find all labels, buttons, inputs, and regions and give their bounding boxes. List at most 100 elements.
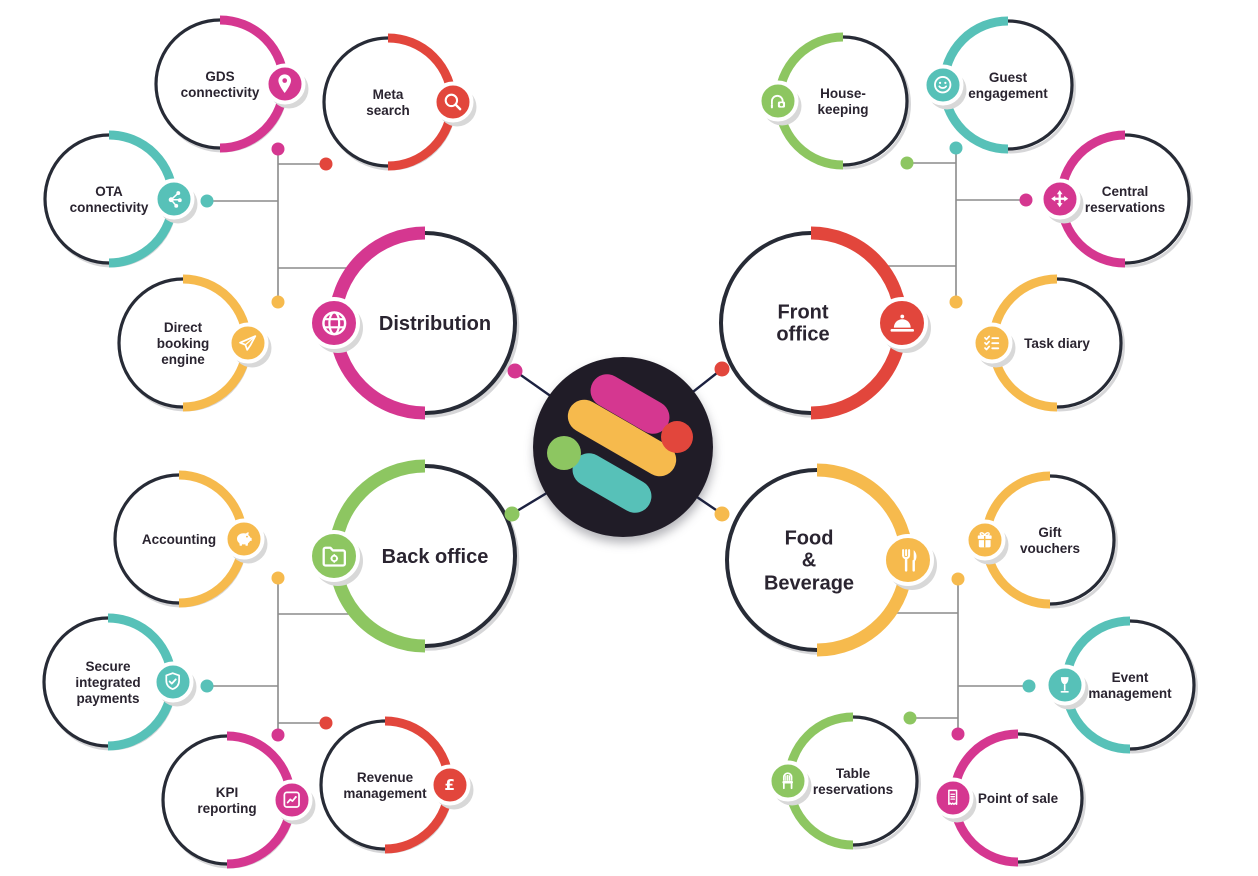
satellite-table-reservations-fill bbox=[790, 718, 916, 844]
share-network-icon bbox=[153, 178, 195, 220]
receipt-icon bbox=[932, 777, 974, 819]
connector-dot bbox=[271, 728, 285, 742]
satellite-label-table-reservations: Table reservations bbox=[812, 766, 894, 797]
branch-label-food-beverage: Food & Beverage bbox=[763, 527, 855, 595]
satellite-secure-integrated-payments-dark-arc bbox=[42, 616, 109, 748]
satellite-label-secure-integrated-payments: Secure integrated payments bbox=[75, 659, 141, 706]
branch-front-office-fill bbox=[722, 234, 900, 412]
satellite-kpi-reporting-fill bbox=[164, 737, 290, 863]
satellite-central-reservations-dark-arc bbox=[1124, 133, 1191, 265]
satellite-meta-search-fill bbox=[325, 39, 451, 165]
chair-icon bbox=[767, 760, 809, 802]
svg-text:£: £ bbox=[445, 776, 456, 794]
branch-back-office-dark-arc bbox=[424, 464, 517, 648]
connector-dot bbox=[1019, 193, 1033, 207]
satellite-meta-search-dark-arc bbox=[322, 36, 389, 168]
satellite-direct-booking-engine-fill bbox=[120, 280, 246, 406]
hub-branch-dot-food-beverage bbox=[714, 506, 730, 522]
piggy-bank-icon bbox=[223, 518, 265, 560]
connector-dot bbox=[200, 679, 214, 693]
connector-dot bbox=[949, 141, 963, 155]
satellite-label-meta-search: Meta search bbox=[366, 87, 410, 118]
satellite-guest-engagement-dark-arc bbox=[1007, 19, 1074, 151]
branch-label-back-office: Back office bbox=[381, 545, 489, 568]
satellite-task-diary-fill bbox=[994, 280, 1120, 406]
hub-branch-dot-front-office bbox=[714, 361, 730, 377]
connector-dot bbox=[949, 295, 963, 309]
branch-food-beverage-fill bbox=[728, 471, 906, 649]
satellite-event-management-fill bbox=[1067, 622, 1193, 748]
logo-pill-pink bbox=[590, 374, 670, 434]
satellite-label-guest-engagement: Guest engagement bbox=[968, 70, 1048, 101]
satellite-gds-connectivity-fill bbox=[157, 21, 283, 147]
connector-dot bbox=[319, 716, 333, 730]
satellite-central-reservations-fill bbox=[1062, 136, 1188, 262]
branch-label-distribution: Distribution bbox=[378, 312, 492, 335]
smiley-icon bbox=[922, 64, 964, 106]
satellite-label-gift-vouchers: Gift vouchers bbox=[1019, 525, 1081, 556]
satellite-guest-engagement-fill bbox=[945, 22, 1071, 148]
logo-pill-yellow bbox=[567, 399, 677, 477]
satellite-label-event-management: Event management bbox=[1088, 670, 1172, 701]
gift-icon bbox=[964, 519, 1006, 561]
satellite-event-management-dark-arc bbox=[1129, 619, 1196, 751]
satellite-house-keeping-dark-arc bbox=[842, 35, 909, 167]
satellite-point-of-sale-fill bbox=[955, 735, 1081, 861]
satellite-label-revenue-management: Revenue management bbox=[343, 770, 427, 801]
connector-dot bbox=[200, 194, 214, 208]
vacuum-icon bbox=[757, 80, 799, 122]
cloche-icon bbox=[876, 297, 928, 349]
satellite-gift-vouchers-dark-arc bbox=[1049, 474, 1116, 606]
branch-label-front-office: Front office bbox=[776, 301, 830, 346]
satellite-task-diary-dark-arc bbox=[1056, 277, 1123, 409]
move-arrows-icon bbox=[1039, 178, 1081, 220]
satellite-gift-vouchers-fill bbox=[987, 477, 1113, 603]
satellite-accounting-dark-arc bbox=[113, 473, 180, 605]
satellite-label-point-of-sale: Point of sale bbox=[977, 791, 1059, 807]
branch-distribution-dark-arc bbox=[424, 231, 517, 415]
satellite-gds-connectivity-dark-arc bbox=[154, 18, 221, 150]
pound-icon: £ bbox=[429, 764, 471, 806]
branch-food-beverage-dark-arc bbox=[725, 468, 818, 652]
satellite-ota-connectivity-fill bbox=[46, 136, 172, 262]
satellite-point-of-sale-dark-arc bbox=[1017, 732, 1084, 864]
branch-distribution-fill bbox=[336, 234, 514, 412]
connector-dot bbox=[903, 711, 917, 725]
satellite-label-direct-booking-engine: Direct booking engine bbox=[156, 320, 210, 367]
satellite-label-accounting: Accounting bbox=[141, 532, 217, 548]
satellite-kpi-reporting-dark-arc bbox=[161, 734, 228, 866]
paper-plane-icon bbox=[227, 322, 269, 364]
folder-gear-icon bbox=[308, 530, 360, 582]
satellite-label-central-reservations: Central reservations bbox=[1084, 184, 1166, 215]
satellite-direct-booking-engine-dark-arc bbox=[117, 277, 184, 409]
connector-dot bbox=[271, 295, 285, 309]
satellite-label-gds-connectivity: GDS connectivity bbox=[180, 69, 260, 100]
hub-branch-dot-back-office bbox=[504, 506, 520, 522]
satellite-revenue-management-fill bbox=[322, 722, 448, 848]
connector-dot bbox=[1022, 679, 1036, 693]
satellite-secure-integrated-payments-fill bbox=[45, 619, 171, 745]
satellite-label-ota-connectivity: OTA connectivity bbox=[69, 184, 149, 215]
branch-back-office-fill bbox=[336, 467, 514, 645]
branch-front-office-dark-arc bbox=[719, 231, 812, 415]
satellite-revenue-management-dark-arc bbox=[319, 719, 386, 851]
satellite-label-kpi-reporting: KPI reporting bbox=[197, 785, 257, 816]
logo-dot-green bbox=[547, 436, 581, 470]
globe-icon bbox=[308, 297, 360, 349]
satellite-table-reservations-dark-arc bbox=[852, 715, 919, 847]
map-pin-icon bbox=[264, 63, 306, 105]
connector-dot bbox=[319, 157, 333, 171]
hub-branch-dot-distribution bbox=[507, 363, 523, 379]
connector-dot bbox=[951, 727, 965, 741]
checklist-icon bbox=[971, 322, 1013, 364]
shield-check-icon bbox=[152, 661, 194, 703]
chart-icon bbox=[271, 779, 313, 821]
satellite-accounting-fill bbox=[116, 476, 242, 602]
connector-dot bbox=[900, 156, 914, 170]
satellite-ota-connectivity-dark-arc bbox=[43, 133, 110, 265]
logo-dot-red bbox=[661, 421, 693, 453]
fork-knife-icon bbox=[882, 534, 934, 586]
wine-glass-icon bbox=[1044, 664, 1086, 706]
